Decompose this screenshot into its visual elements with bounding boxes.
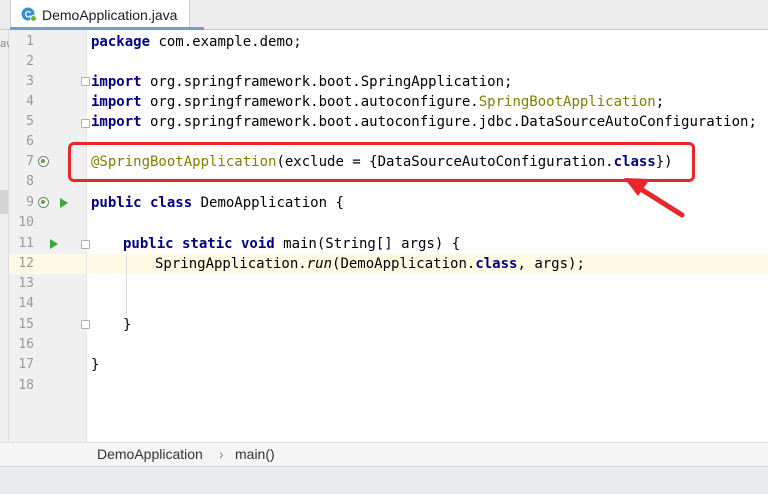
active-tab-indicator [10,27,204,30]
code-text: org.springframework.boot.autoconfigure. [141,94,479,110]
keyword: class [613,154,656,170]
fold-marker-icon[interactable] [81,240,90,249]
line-number: 10 [18,215,34,230]
code-text: com.example.demo; [150,34,302,50]
highlight-callout-box [68,142,695,182]
breadcrumb-item-method[interactable]: main() [235,446,275,462]
keyword: import [91,94,142,110]
java-class-icon: C [21,6,37,25]
line-number: 4 [26,94,34,109]
code-text: , args); [517,256,585,272]
keyword: import [91,114,142,130]
code-text: SpringApplication. [155,256,307,272]
line-number: 14 [18,296,34,311]
code-line: } [0,315,768,335]
code-line: import org.springframework.boot.SpringAp… [0,72,768,92]
code-line: import org.springframework.boot.autoconf… [0,92,768,112]
project-panel-edge[interactable]: av [0,30,12,466]
code-line: public class DemoApplication { [0,193,768,213]
code-text: DemoApplication { [192,195,344,211]
code-text: main(String[] args) { [274,236,461,252]
code-line: } [0,355,768,375]
spring-bean-icon[interactable] [38,156,49,167]
editor-gutter [9,30,87,442]
annotation: @SpringBootApplication [91,154,277,170]
editor-tab-bar: C DemoApplication.java [0,0,768,30]
code-text: (exclude = {DataSourceAutoConfiguration. [276,154,614,170]
run-icon[interactable] [50,239,58,249]
code-text: } [91,357,100,373]
code-line: SpringApplication.run(DemoApplication.cl… [0,254,768,274]
line-number: 18 [18,378,34,393]
current-line-gutter [9,254,86,274]
line-number: 15 [18,317,34,332]
code-line: import org.springframework.boot.autoconf… [0,112,768,132]
file-tab-label: DemoApplication.java [42,7,178,23]
status-bar [0,466,768,494]
callout-arrow-icon [624,178,685,218]
project-panel-hint: av [0,38,12,50]
code-text: ; [655,94,665,110]
code-text: org.springframework.boot.SpringApplicati… [141,74,513,90]
code-text: org.springframework.boot.autoconfigure.j… [141,114,757,130]
spring-bean-icon[interactable] [38,197,49,208]
keyword: package [91,34,151,50]
line-number: 7 [26,154,34,169]
line-number: 2 [26,54,34,69]
svg-text:C: C [25,9,32,19]
current-line-highlight [87,254,768,274]
line-number: 11 [18,236,34,251]
keyword: class [475,256,518,272]
breadcrumb-item-class[interactable]: DemoApplication [97,446,203,462]
line-number: 17 [18,357,34,372]
file-tab[interactable]: C DemoApplication.java [10,0,191,30]
keyword: public class [91,195,193,211]
code-text: } [123,317,132,333]
method-call: run [306,256,333,272]
line-number: 13 [18,276,34,291]
line-number: 16 [18,337,34,352]
fold-marker-icon[interactable] [81,119,90,128]
keyword: public static void [123,236,275,252]
line-number: 9 [26,195,34,210]
line-number: 6 [26,134,34,149]
line-number: 3 [26,74,34,89]
run-icon[interactable] [60,198,68,208]
annotation-class: SpringBootApplication [478,94,656,110]
breadcrumb: DemoApplication › main() [0,442,768,466]
line-number: 5 [26,114,34,129]
indent-guide [126,256,127,314]
code-text: (DemoApplication. [332,256,476,272]
panel-scroll-thumb[interactable] [0,190,8,214]
code-editor[interactable] [87,30,768,442]
code-line: @SpringBootApplication(exclude = {DataSo… [0,152,768,172]
fold-marker-icon[interactable] [81,77,90,86]
code-line: package com.example.demo; [0,32,768,52]
code-line: public static void main(String[] args) { [0,234,768,254]
line-number: 1 [26,34,34,49]
code-text: }) [655,154,673,170]
chevron-right-icon: › [219,446,224,462]
keyword: import [91,74,142,90]
line-number: 12 [18,256,34,271]
line-number: 8 [26,174,34,189]
fold-marker-icon[interactable] [81,320,90,329]
